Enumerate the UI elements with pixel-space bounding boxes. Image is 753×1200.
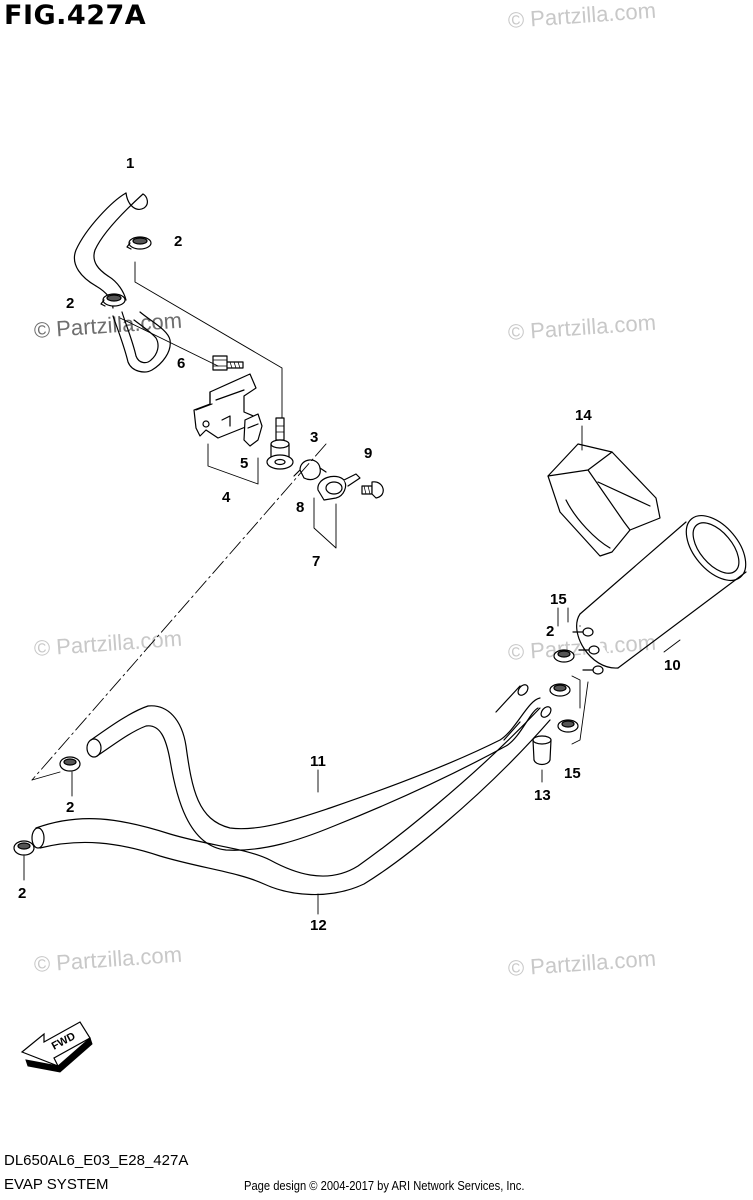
page-credit: Page design © 2004-2017 by ARI Network S… [244,1178,525,1193]
hose-clamp-2d [59,756,81,772]
callout-14: 14 [575,407,592,424]
hose-clamp-2b [100,293,126,307]
canister-cover-14 [547,443,661,557]
hose-1 [73,192,171,373]
hose-clamp-2e [13,840,35,856]
hose-clamp-2a [126,236,152,250]
callout-2: 2 [18,885,26,902]
callout-15: 15 [564,765,581,782]
callout-5: 5 [240,455,248,472]
callout-8: 8 [296,499,304,516]
clip-5 [243,413,263,447]
screw-9 [361,481,384,499]
system-name: EVAP SYSTEM [4,1176,109,1193]
callout-4: 4 [222,489,231,506]
clamp-7 [317,473,361,501]
fwd-arrow: FWD [20,1021,93,1073]
callout-1: 1 [126,155,134,172]
hose-clamp-2c [549,683,571,697]
callout-2: 2 [174,233,182,250]
connector-3 [266,417,294,470]
callout-11: 11 [310,753,326,770]
callout-10: 10 [664,657,681,674]
figure-title: FIG.427A [4,0,147,31]
canister-10 [572,515,747,675]
callout-7: 7 [312,553,320,570]
hose-13 [532,735,552,766]
hose-clamp-15b [557,719,579,733]
callout-15: 15 [550,591,567,608]
callout-12: 12 [310,917,327,934]
model-code: DL650AL6_E03_E28_427A [4,1152,189,1169]
clamp-8 [293,459,327,481]
callout-6: 6 [177,355,185,372]
bracket-4 [193,373,259,439]
callout-labels: 1 2 2 6 3 9 5 4 8 7 14 15 2 10 15 11 13 … [18,155,681,934]
bolt-6 [212,355,244,371]
callout-3: 3 [310,429,318,446]
hose-12 [31,706,552,896]
callout-2: 2 [66,799,74,816]
callout-2: 2 [546,623,554,640]
hose-clamp-15a [553,649,575,663]
callout-2: 2 [66,295,74,312]
callout-13: 13 [534,787,551,804]
callout-9: 9 [364,445,372,462]
